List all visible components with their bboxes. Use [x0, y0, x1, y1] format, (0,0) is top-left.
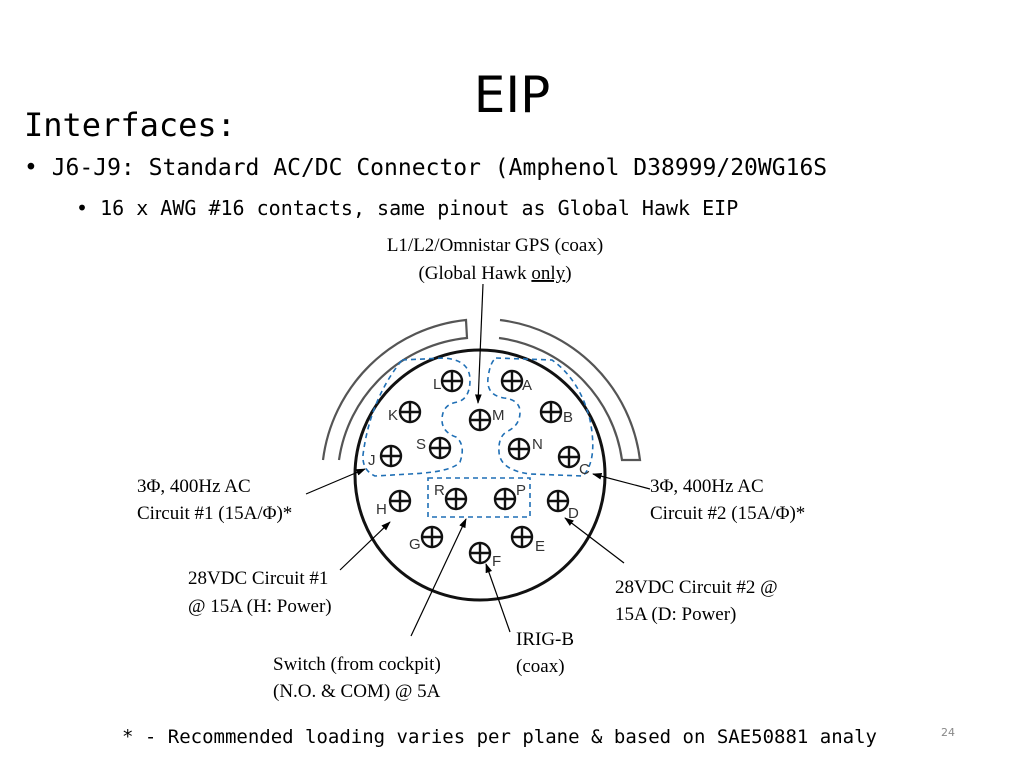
slide-title: EIP [473, 66, 551, 124]
irig-label-line2: (coax) [516, 656, 565, 677]
pin-m: M [468, 407, 505, 432]
pin-label: A [522, 377, 532, 394]
pin-label: R [434, 482, 445, 499]
pin-label: C [579, 461, 590, 478]
bullet-contacts: • 16 x AWG #16 contacts, same pinout as … [76, 196, 739, 220]
pin-a: A [500, 369, 532, 394]
pin-f: F [468, 541, 501, 570]
pin-label: P [516, 482, 526, 499]
bullet-connector: • J6-J9: Standard AC/DC Connector (Amphe… [24, 155, 828, 181]
switch-label-line1: Switch (from cockpit) [273, 654, 441, 675]
ac-circuit-2-group [487, 357, 594, 477]
ac2-label-line2: Circuit #2 (15A/Φ)* [650, 503, 805, 524]
pin-r: R [434, 482, 468, 511]
pin-d: D [546, 489, 579, 522]
gps-arrow [475, 283, 484, 404]
gps-label-line1: L1/L2/Omnistar GPS (coax) [387, 235, 603, 256]
pin-j: J [368, 444, 403, 469]
ac1-label-line1: 3Φ, 400Hz AC [137, 476, 251, 497]
switch-label-line2: (N.O. & COM) @ 5A [273, 681, 441, 702]
dc2-arrow [564, 517, 625, 564]
dc1-arrow [339, 521, 391, 571]
pin-p: P [493, 482, 526, 511]
pin-label: M [492, 407, 505, 424]
ac1-label-line2: Circuit #1 (15A/Φ)* [137, 503, 292, 524]
ac-circuit-1-group [362, 357, 471, 477]
pin-s: S [416, 436, 452, 460]
pin-c: C [557, 445, 590, 478]
ac1-arrow [305, 468, 366, 495]
pin-label: G [409, 536, 421, 553]
irig-arrow [485, 563, 511, 633]
pin-label: F [492, 553, 501, 570]
pin-label: D [568, 505, 579, 522]
irig-label-line1: IRIG-B [516, 629, 574, 650]
pin-label: K [388, 407, 398, 424]
gps-label-line2: (Global Hawk only) [418, 263, 571, 284]
page-number: 24 [941, 726, 955, 739]
pin-n: N [507, 436, 543, 461]
pin-label: L [433, 376, 441, 393]
pin-k: K [388, 400, 422, 424]
switch-group [427, 477, 531, 518]
pin-label: J [368, 452, 376, 469]
dc1-label-line1: 28VDC Circuit #1 [188, 568, 328, 589]
connector-shell-right [498, 318, 642, 462]
pin-label: H [376, 501, 387, 518]
interfaces-heading: Interfaces: [24, 106, 236, 144]
dc2-label-line1: 28VDC Circuit #2 @ [615, 577, 778, 598]
pin-e: E [510, 525, 545, 555]
pin-label: N [532, 436, 543, 453]
pin-b: B [539, 400, 573, 426]
pin-g: G [409, 525, 444, 553]
pin-label: E [535, 538, 545, 555]
switch-arrow [410, 518, 467, 637]
footnote: * - Recommended loading varies per plane… [122, 726, 877, 748]
pin-l: L [433, 369, 464, 393]
connector-pins: L A K M B S N J C R P H D G E F [368, 369, 590, 570]
ac2-label-line1: 3Φ, 400Hz AC [650, 476, 764, 497]
pin-label: B [563, 409, 573, 426]
dc1-label-line2: @ 15A (H: Power) [188, 596, 332, 617]
pin-label: S [416, 436, 426, 453]
connector-shell-left [321, 318, 469, 461]
pin-h: H [376, 489, 412, 518]
ac2-arrow [592, 472, 651, 490]
dc2-label-line2: 15A (D: Power) [615, 604, 736, 625]
